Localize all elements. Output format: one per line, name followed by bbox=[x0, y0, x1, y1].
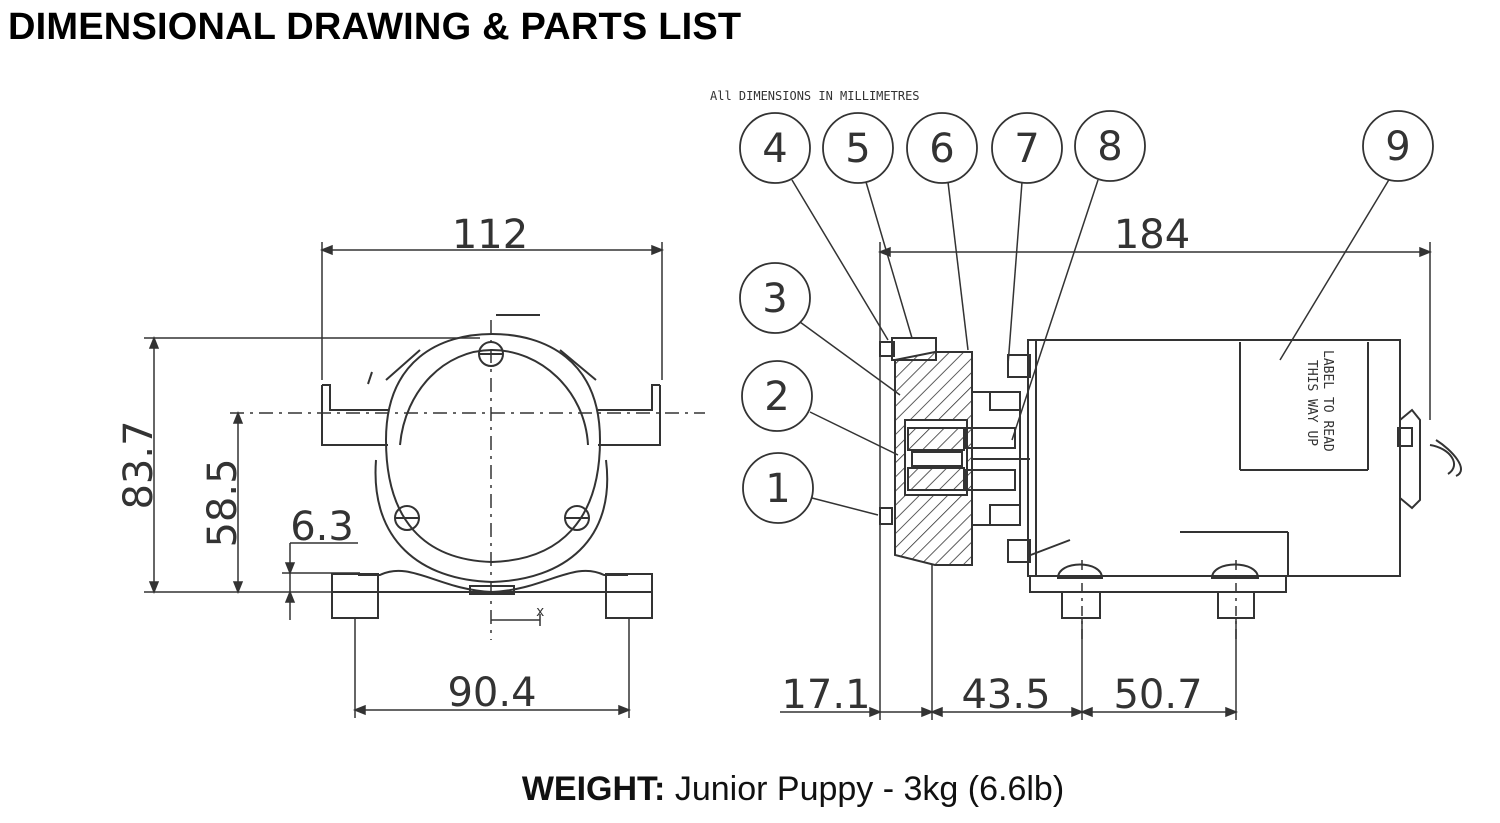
svg-text:3: 3 bbox=[762, 276, 787, 322]
dim-6-3: 6.3 bbox=[290, 504, 354, 550]
front-view bbox=[321, 314, 661, 619]
callout-3: 3 bbox=[739, 262, 811, 334]
foot-right bbox=[605, 573, 653, 619]
axis-mark-x: x bbox=[536, 604, 544, 620]
units-note: All DIMENSIONS IN MILLIMETRES bbox=[710, 89, 920, 103]
end-cap bbox=[1399, 408, 1421, 510]
callout-leaders bbox=[791, 177, 1391, 516]
foot-left bbox=[331, 573, 379, 619]
dim-90-4: 90.4 bbox=[447, 670, 536, 716]
label-text-2: THIS WAY UP bbox=[1304, 360, 1319, 446]
impeller bbox=[907, 427, 965, 451]
svg-text:6: 6 bbox=[929, 126, 954, 172]
motor-body bbox=[1027, 339, 1401, 577]
dim-184: 184 bbox=[1114, 212, 1190, 258]
dim-50-7: 50.7 bbox=[1113, 672, 1202, 718]
dim-58-5: 58.5 bbox=[200, 458, 246, 547]
svg-text:4: 4 bbox=[762, 126, 787, 172]
callout-8: 8 bbox=[1074, 110, 1146, 182]
callout-4: 4 bbox=[739, 112, 811, 184]
base-rail bbox=[1029, 576, 1287, 593]
weight-value: Junior Puppy - 3kg (6.6lb) bbox=[665, 770, 1065, 808]
svg-text:5: 5 bbox=[845, 126, 870, 172]
motor-foot-left bbox=[1056, 563, 1104, 619]
dim-83-7: 83.7 bbox=[116, 420, 162, 509]
svg-text:1: 1 bbox=[765, 466, 790, 512]
callout-7: 7 bbox=[991, 112, 1063, 184]
screw-1 bbox=[879, 507, 893, 525]
label-text-1: LABEL TO READ bbox=[1320, 350, 1335, 452]
svg-text:7: 7 bbox=[1014, 126, 1039, 172]
dimensional-drawing: 112 83.7 58.5 6.3 90.4 x bbox=[116, 89, 1463, 720]
dim-17-1: 17.1 bbox=[781, 672, 870, 718]
left-flange bbox=[321, 384, 388, 446]
dim-112: 112 bbox=[452, 212, 528, 258]
svg-text:8: 8 bbox=[1097, 124, 1122, 170]
callout-1: 1 bbox=[742, 452, 814, 524]
callout-6: 6 bbox=[906, 112, 978, 184]
page-title: DIMENSIONAL DRAWING & PARTS LIST bbox=[8, 6, 742, 48]
svg-text:9: 9 bbox=[1385, 124, 1410, 170]
weight-line: WEIGHT: Junior Puppy - 3kg (6.6lb) bbox=[0, 770, 1500, 809]
pump-head-inner bbox=[399, 348, 589, 446]
side-dimensions bbox=[780, 242, 1433, 720]
saddle bbox=[374, 459, 609, 584]
dim-43-5: 43.5 bbox=[961, 672, 1050, 718]
callouts: 1 2 3 4 5 6 7 8 bbox=[739, 110, 1434, 524]
callout-2: 2 bbox=[741, 360, 813, 432]
weight-label: WEIGHT: bbox=[521, 770, 666, 808]
right-flange bbox=[598, 384, 661, 446]
svg-text:2: 2 bbox=[764, 374, 789, 420]
callout-5: 5 bbox=[822, 112, 894, 184]
callout-9: 9 bbox=[1362, 110, 1434, 182]
side-view bbox=[879, 337, 1463, 619]
pump-head-outline bbox=[384, 332, 602, 564]
top-screw bbox=[891, 337, 937, 361]
wire bbox=[1429, 439, 1463, 477]
front-dimensions bbox=[144, 242, 705, 718]
